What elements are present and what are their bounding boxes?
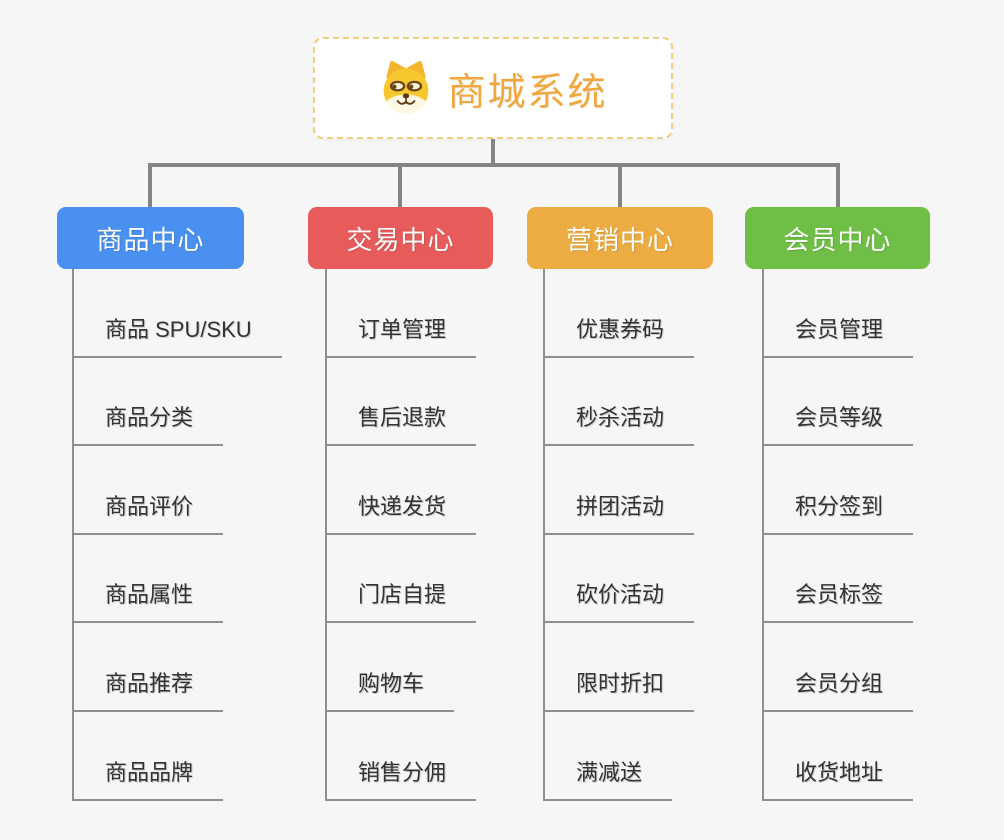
branch-item-2-2[interactable]: 售后退款 xyxy=(325,402,477,447)
branch-item-1-6[interactable]: 商品品牌 xyxy=(72,757,224,801)
branch-item-4-6[interactable]: 收货地址 xyxy=(762,757,914,801)
branch-item-3-2[interactable]: 秒杀活动 xyxy=(543,402,695,447)
branch-label: 商品中心 xyxy=(96,224,205,255)
branch-item-1-1[interactable]: 商品 SPU/SKU xyxy=(72,314,282,358)
connector-trunk-4 xyxy=(762,269,764,801)
branch-node-2[interactable]: 交易中心 xyxy=(308,207,493,269)
branch-item-3-6[interactable]: 满减送 xyxy=(543,757,673,801)
branch-node-4[interactable]: 会员中心 xyxy=(745,207,930,269)
branch-label: 营销中心 xyxy=(565,224,674,255)
branch-label: 会员中心 xyxy=(783,224,892,255)
branch-item-2-3[interactable]: 快递发货 xyxy=(325,491,477,535)
root-title: 商城系统 xyxy=(447,71,608,114)
branch-item-4-4[interactable]: 会员标签 xyxy=(762,579,914,624)
connector-trunk-2 xyxy=(325,269,327,801)
connector-root-vertical xyxy=(491,139,495,167)
branch-item-3-4[interactable]: 砍价活动 xyxy=(543,579,695,624)
connector-trunk-3 xyxy=(543,269,545,801)
branch-item-2-5[interactable]: 购物车 xyxy=(325,668,455,712)
branch-item-4-1[interactable]: 会员管理 xyxy=(762,314,914,358)
branch-item-1-5[interactable]: 商品推荐 xyxy=(72,668,224,712)
connector-branch-vertical-3 xyxy=(618,167,622,207)
connector-bus-horizontal xyxy=(148,163,840,167)
branch-item-1-3[interactable]: 商品评价 xyxy=(72,491,224,535)
root-node[interactable]: 商城系统 xyxy=(313,37,673,139)
branch-node-3[interactable]: 营销中心 xyxy=(527,207,713,269)
branch-item-1-2[interactable]: 商品分类 xyxy=(72,402,224,447)
branch-item-4-3[interactable]: 积分签到 xyxy=(762,491,914,535)
branch-item-4-2[interactable]: 会员等级 xyxy=(762,402,914,447)
branch-item-3-3[interactable]: 拼团活动 xyxy=(543,491,695,535)
connector-branch-vertical-2 xyxy=(398,167,402,207)
branch-node-1[interactable]: 商品中心 xyxy=(57,207,244,269)
branch-item-2-4[interactable]: 门店自提 xyxy=(325,579,477,624)
branch-item-3-5[interactable]: 限时折扣 xyxy=(543,668,695,712)
connector-trunk-1 xyxy=(72,269,74,801)
branch-label: 交易中心 xyxy=(346,224,455,255)
branch-item-1-4[interactable]: 商品属性 xyxy=(72,579,224,624)
doge-icon xyxy=(378,59,434,117)
branch-item-2-1[interactable]: 订单管理 xyxy=(325,314,477,358)
branch-item-3-1[interactable]: 优惠券码 xyxy=(543,314,695,358)
connector-branch-vertical-1 xyxy=(148,167,152,207)
connector-branch-vertical-4 xyxy=(836,167,840,207)
branch-item-4-5[interactable]: 会员分组 xyxy=(762,668,914,712)
branch-item-2-6[interactable]: 销售分佣 xyxy=(325,757,477,801)
